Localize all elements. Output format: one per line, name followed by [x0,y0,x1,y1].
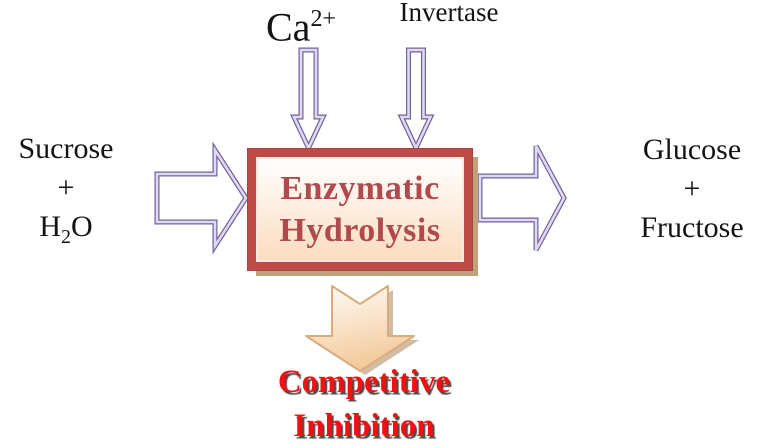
calcium-ion-label: Ca2+ [221,0,381,50]
process-title-line2: Hydrolysis [279,211,441,249]
products-label: Glucose + Fructose [626,130,758,247]
water-h: H [39,210,61,243]
water-o: O [71,210,93,243]
process-box: Enzymatic Hydrolysis [248,149,472,270]
water-label: H2O [0,207,132,257]
products-right-arrow-icon [477,144,567,252]
water-subscript: 2 [61,226,71,248]
inhibition-down-arrow-icon [305,285,419,375]
plus-sign-right: + [683,172,701,205]
outcome-line1: Competitive [277,364,451,400]
ca-down-arrow-icon [290,47,327,154]
process-title-line1: Enzymatic [280,169,440,207]
calcium-charge-superscript: 2+ [310,6,336,32]
outcome-label: Competitive Inhibition [234,360,494,447]
sucrose-label: Sucrose [18,132,114,165]
glucose-label: Glucose [642,133,742,166]
plus-sign-left: + [57,171,75,204]
fructose-label: Fructose [640,211,744,244]
outcome-line2: Inhibition [293,408,435,444]
invertase-label: Invertase [399,0,499,27]
calcium-symbol: Ca [266,4,311,50]
invertase-down-arrow-icon [397,47,435,154]
reactants-right-arrow-icon [154,141,249,255]
reactants-label: Sucrose + H2O [0,129,132,257]
